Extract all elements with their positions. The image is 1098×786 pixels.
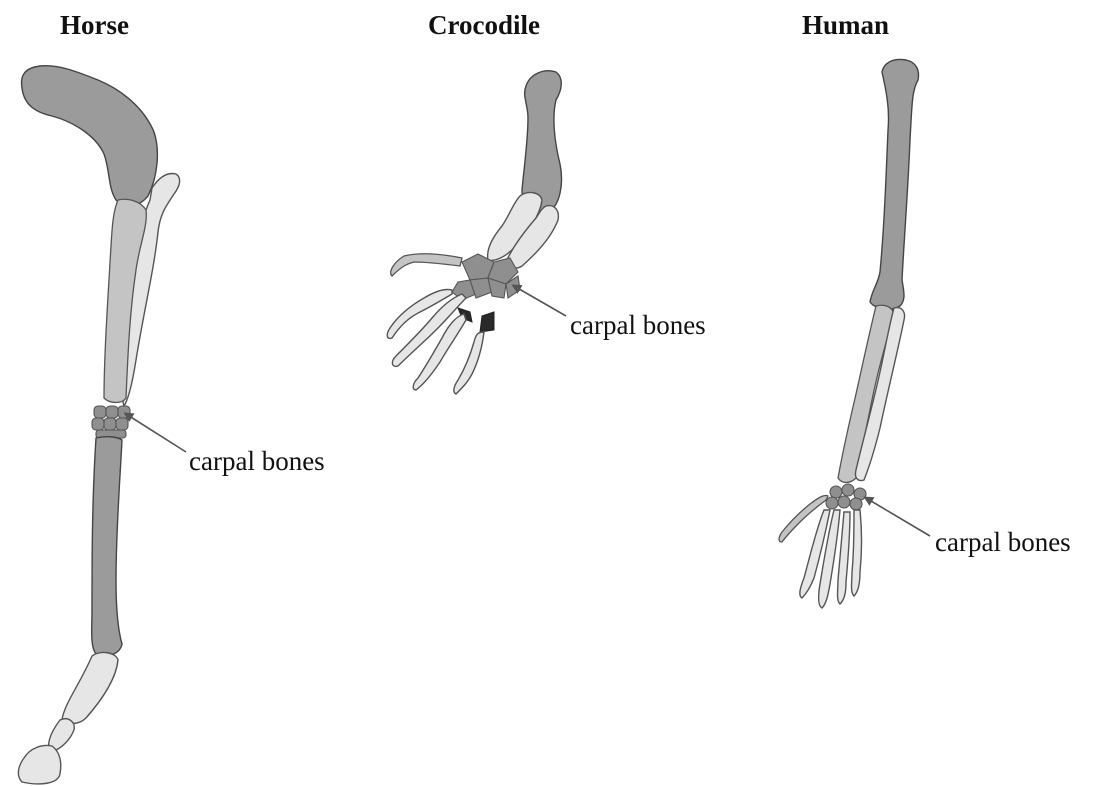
horse-carpal-arrow [126,414,186,452]
horse-carpal-label: carpal bones [189,446,325,477]
horse-humerus [22,66,158,206]
horse-carpals [92,406,130,438]
horse-hoof [18,746,60,784]
human-carpal-label: carpal bones [935,527,1071,558]
crocodile-carpals [452,254,520,300]
human-carpal-arrow [866,498,930,536]
human-forelimb [779,60,930,609]
crocodile-carpal-label: carpal bones [570,310,706,341]
crocodile-carpal-arrow [514,286,566,316]
human-finger-4 [838,512,851,604]
horse-forelimb [18,66,186,784]
human-humerus [870,60,919,310]
horse-metacarpal [92,437,122,656]
crocodile-digit-1 [391,254,462,276]
human-finger-5 [852,510,862,596]
human-carpals [826,484,866,510]
crocodile-humerus [522,71,562,213]
crocodile-digit-5 [454,332,484,394]
horse-pastern [62,653,118,724]
crocodile-forelimb [387,71,566,394]
crocodile-digit-5-metacarpal [480,312,494,332]
